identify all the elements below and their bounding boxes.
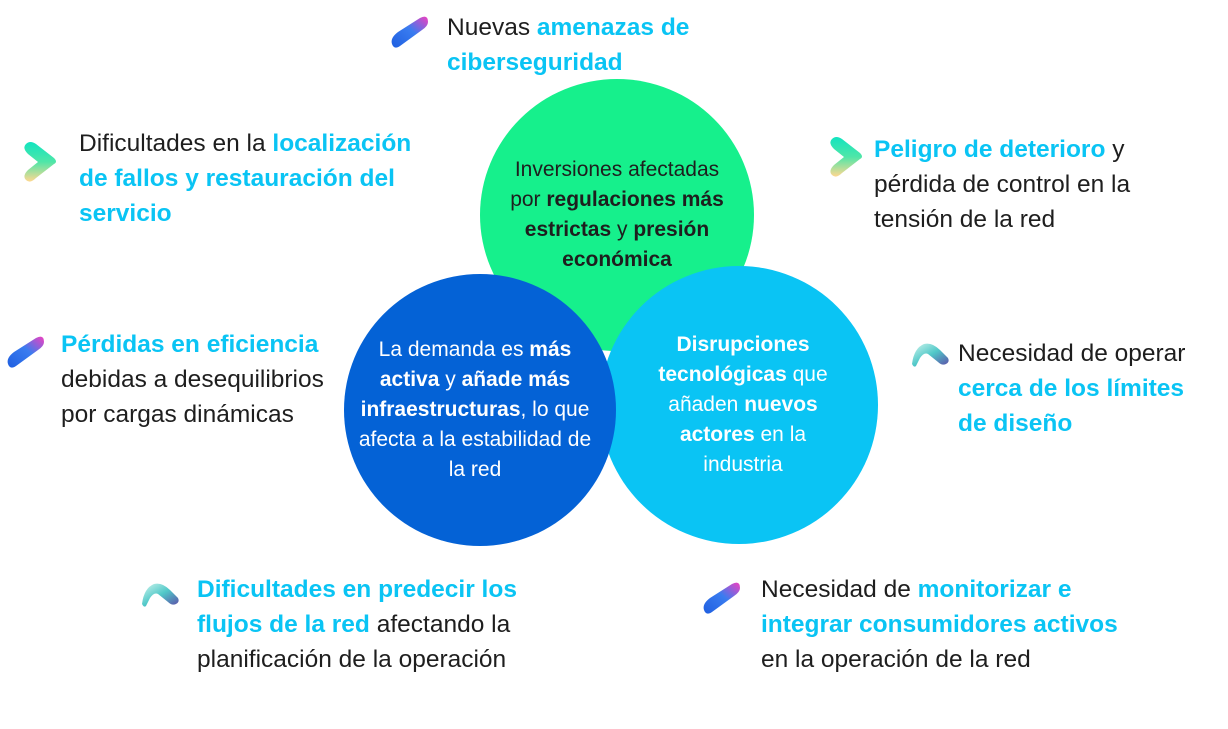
wedge-icon <box>912 343 949 367</box>
item-fallos: Dificultades en la localización de fallo… <box>79 130 412 227</box>
stroke-icon <box>7 336 45 368</box>
circle-disrupciones-text: Disrupciones tecnológicas que añaden nue… <box>658 333 828 476</box>
circle-regulaciones-text: Inversiones afectadas por regulaciones m… <box>510 158 724 271</box>
circle-demanda: La demanda es más activa y añade más inf… <box>344 274 616 546</box>
circle-disrupciones: Disrupciones tecnológicas que añaden nue… <box>600 266 878 544</box>
chevron-icon <box>830 137 862 177</box>
wedge-icon <box>142 583 179 607</box>
item-deterioro: Peligro de deterioro y pérdida de contro… <box>874 136 1131 233</box>
item-flujos: Dificultades en predecir los flujos de l… <box>197 576 517 673</box>
item-monitorizar: Necesidad de monitorizar e integrar cons… <box>761 576 1118 673</box>
item-perdidas: Pérdidas en eficiencia debidas a desequi… <box>61 331 324 428</box>
chevron-icon <box>24 142 56 182</box>
stroke-icon <box>391 16 428 48</box>
item-amenazas: Nuevas amenazas de ciberseguridad <box>447 14 690 76</box>
circle-demanda-text: La demanda es más activa y añade más inf… <box>358 338 592 481</box>
stroke-icon <box>703 582 740 614</box>
item-limites: Necesidad de operar cerca de los límites… <box>958 340 1186 437</box>
